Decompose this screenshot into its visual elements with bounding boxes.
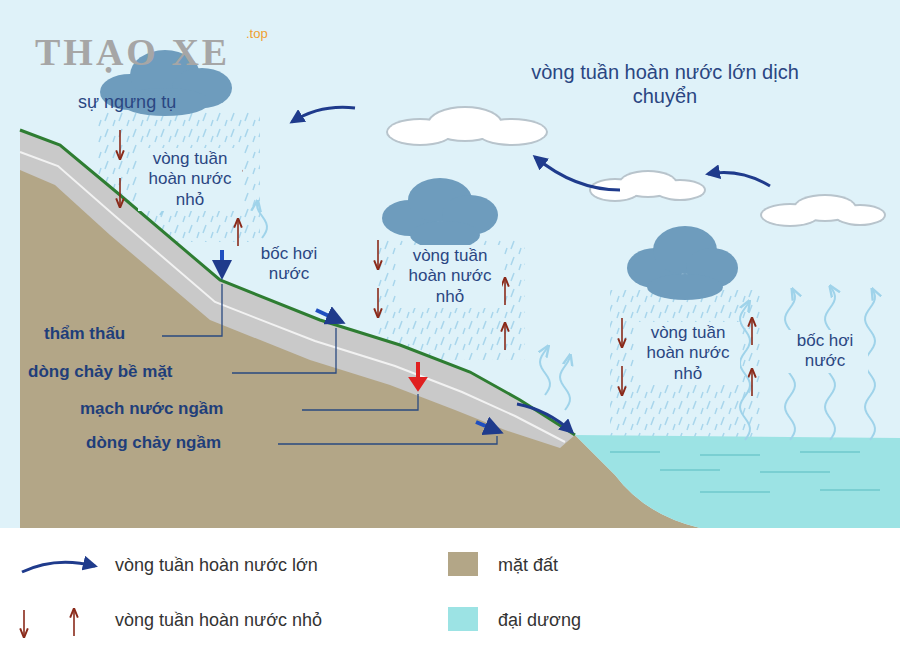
legend-arrow-sample [24, 610, 74, 636]
process-label: dòng chảy ngầm [86, 433, 221, 453]
evaporation-stroke [540, 347, 550, 395]
cycle-label: vòng tuần hoàn nước nhỏ [636, 322, 740, 385]
ground-surface [20, 130, 575, 435]
evaporation-arrow [155, 170, 875, 440]
water-table-line [20, 152, 565, 442]
process-label: dòng chảy bề mặt [28, 362, 173, 382]
ground-layer [20, 130, 575, 448]
large-cycle-arrow [292, 107, 770, 432]
process-label: sự ngưng tụ [78, 92, 176, 114]
waves [610, 452, 880, 492]
evaporation-stroke [560, 356, 570, 410]
watermark: THẠO XE [35, 30, 230, 76]
title-label: vòng tuần hoàn nước lớn dịch chuyển [520, 60, 810, 108]
sky [0, 0, 900, 528]
white-cloud [589, 170, 706, 202]
watermark: .top [246, 26, 268, 42]
process-label: bốc hơi nước [246, 243, 332, 286]
rain [375, 240, 525, 360]
cycle-label: vòng tuần hoàn nước nhỏ [138, 148, 242, 211]
legend-label: vòng tuần hoàn nước lớn [115, 555, 318, 577]
evaporation-stroke [257, 202, 267, 238]
rain-cloud [627, 226, 738, 300]
small-cycle-arrow [120, 130, 752, 396]
cycle-label: vòng tuần hoàn nước nhỏ [398, 245, 502, 308]
white-cloud [760, 194, 886, 227]
white-cloud [386, 106, 548, 146]
process-label: bốc hơi nước [782, 330, 868, 373]
legend-swatch [448, 552, 478, 576]
land [20, 130, 700, 528]
legend-label: đại dương [498, 610, 581, 632]
rain-cloud [382, 178, 498, 249]
process-label: mạch nước ngầm [80, 399, 223, 419]
legend-swatch [448, 607, 478, 631]
legend-label: vòng tuần hoàn nước nhỏ [115, 610, 322, 632]
process-label: thẩm thấu [44, 324, 125, 344]
rain [610, 290, 760, 440]
ocean [575, 435, 900, 528]
legend-label: mặt đất [498, 555, 558, 577]
legend-line-sample [22, 562, 95, 572]
evaporation-stroke [740, 302, 750, 440]
